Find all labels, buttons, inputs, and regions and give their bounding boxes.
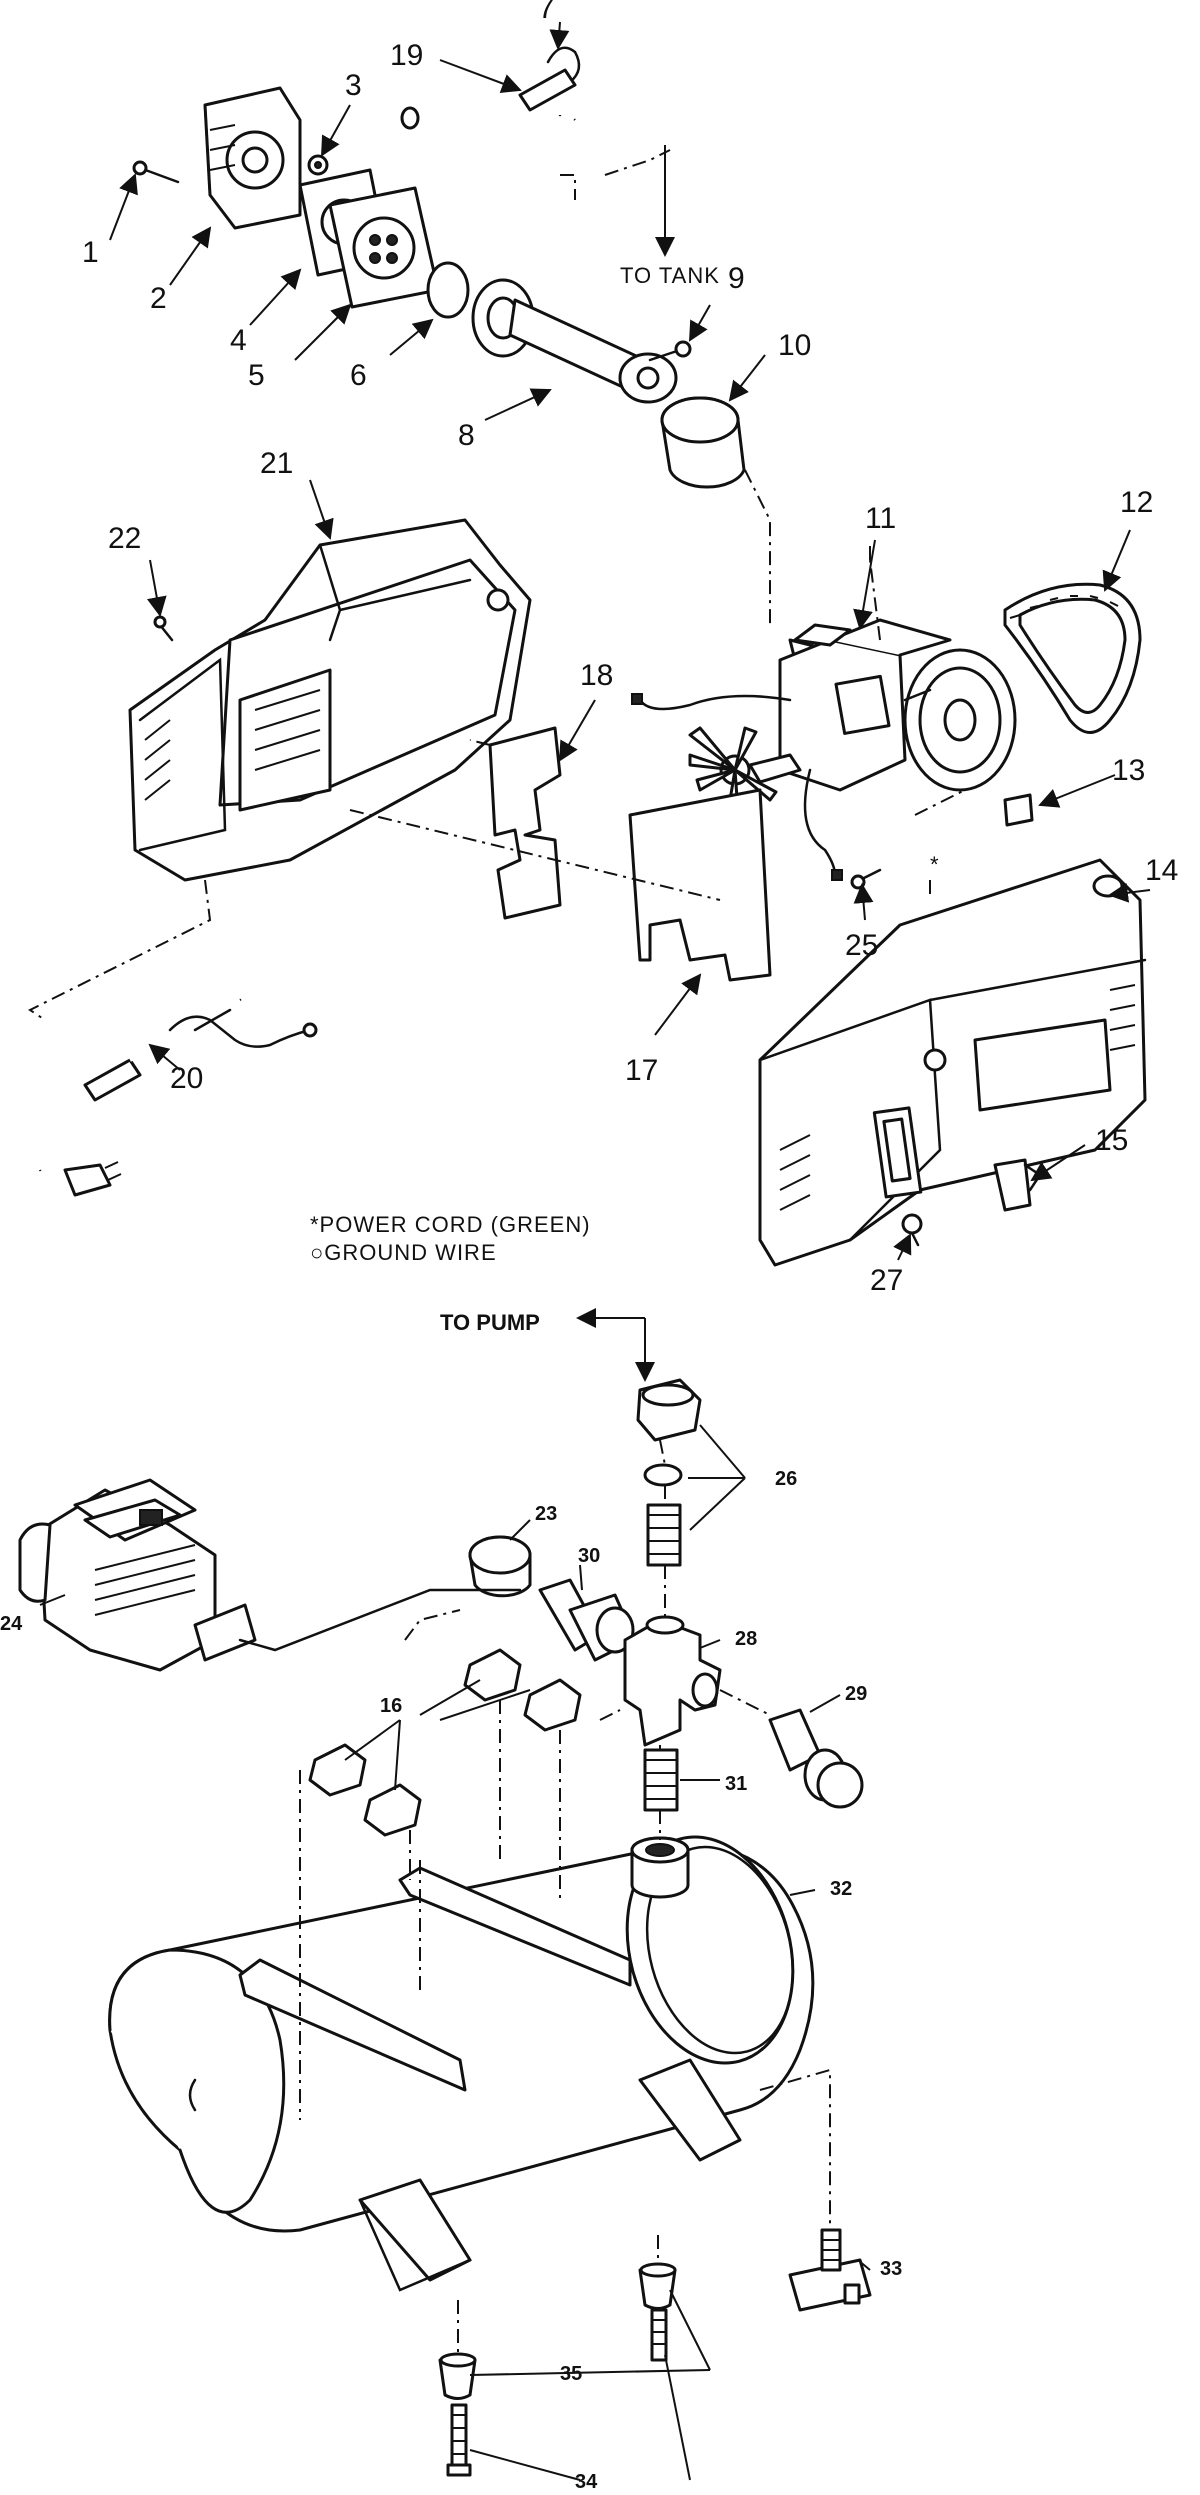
part-1-screw [132, 160, 180, 184]
label-28: 28 [735, 1628, 757, 1650]
label-10: 10 [778, 329, 811, 362]
label-3: 3 [345, 69, 362, 102]
label-31: 31 [725, 1773, 747, 1795]
part-32-tank [108, 1835, 815, 2292]
label-12: 12 [1120, 486, 1153, 519]
label-15: 15 [1095, 1124, 1128, 1157]
alignment-lines [28, 149, 966, 2355]
label-19: 19 [390, 39, 423, 72]
label-33: 33 [880, 2258, 902, 2280]
label-30: 30 [578, 1545, 600, 1567]
label-27: 27 [870, 1264, 903, 1297]
notes: TO TANK TO PUMP *POWER CORD (GREEN) ○GRO… [310, 263, 940, 1335]
label-34: 34 [575, 2471, 598, 2493]
label-16: 16 [380, 1695, 402, 1717]
part-9-screw [648, 340, 692, 362]
label-7: 7 [538, 0, 555, 25]
part-6-o-ring [426, 261, 470, 319]
label-24: 24 [0, 1613, 23, 1635]
part-19-discharge-tube [400, 99, 618, 239]
part-7-clip [518, 46, 581, 112]
label-21: 21 [260, 447, 293, 480]
label-8: 8 [458, 419, 475, 452]
part-8-connecting-rod [471, 278, 678, 404]
part-22-screw [153, 615, 174, 642]
part-3-nut [307, 154, 329, 176]
part-28-tee [623, 1615, 722, 1747]
part-23-collar [468, 1535, 532, 1598]
label-26: 26 [775, 1468, 797, 1490]
part-31-nipple [643, 1748, 679, 1812]
label-25: 25 [845, 929, 878, 962]
label-22: 22 [108, 522, 141, 555]
label-17: 17 [625, 1054, 658, 1087]
label-18: 18 [580, 659, 613, 692]
label-11: 11 [865, 502, 896, 535]
part-10-cylinder-sleeve [660, 396, 746, 489]
part-33-drain-valve [788, 2228, 872, 2312]
part-27-screw [901, 1213, 923, 1247]
label-13: 13 [1112, 754, 1145, 787]
part-34-bolts [446, 2308, 668, 2477]
to-tank-note: TO TANK [620, 263, 720, 288]
label-5: 5 [248, 359, 265, 392]
label-6: 6 [350, 359, 367, 392]
ground-wire-note: ○GROUND WIRE [310, 1240, 497, 1265]
part-18-gasket [488, 726, 562, 920]
to-pump-note: TO PUMP [440, 1310, 540, 1335]
part-29-safety-valve [768, 1708, 864, 1809]
part-17-plate [628, 788, 772, 982]
part-5-valve-plate [328, 186, 440, 309]
part-20-power-cord [31, 998, 318, 1197]
asterisk-mark: * [930, 852, 940, 877]
part-30-coupler [538, 1578, 637, 1662]
label-4: 4 [230, 324, 247, 357]
part-12-belt [1003, 582, 1142, 734]
power-cord-note: *POWER CORD (GREEN) [310, 1212, 591, 1237]
part-21-shroud [128, 518, 532, 882]
part-24-pressure-switch [18, 1478, 257, 1672]
label-14: 14 [1145, 854, 1178, 887]
part-16-rubber-pads [308, 1648, 582, 1837]
part-13-block [1003, 793, 1034, 827]
label-23: 23 [535, 1503, 557, 1525]
label-20: 20 [170, 1062, 203, 1095]
part-35-feet [438, 2262, 677, 2400]
part-15-clip [993, 1158, 1042, 1212]
leader-lines [39, 21, 1151, 2481]
label-9: 9 [728, 262, 745, 295]
part-14-front-shroud [758, 858, 1147, 1267]
label-32: 32 [830, 1878, 852, 1900]
label-2: 2 [150, 282, 167, 315]
part-26-fittings [636, 1378, 702, 1567]
part-2-cylinder-head [203, 86, 302, 230]
label-29: 29 [845, 1683, 867, 1705]
part-25-screw [850, 868, 882, 890]
label-35: 35 [560, 2363, 582, 2385]
label-1: 1 [82, 236, 99, 269]
